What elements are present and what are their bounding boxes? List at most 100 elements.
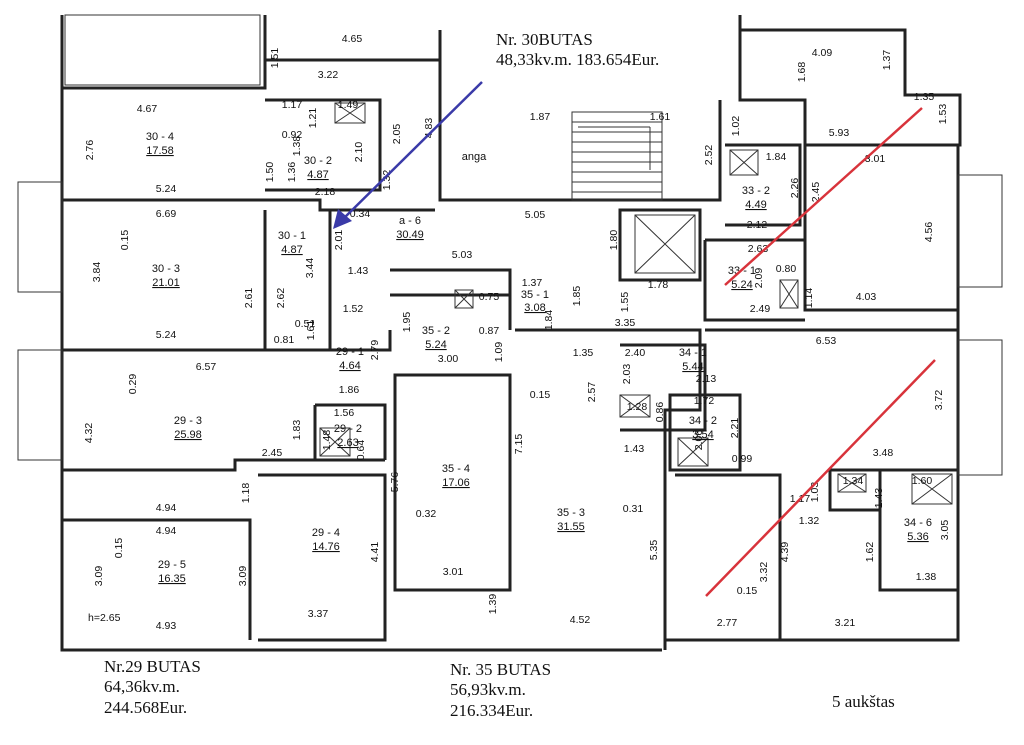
- dimension-label: 0.75: [479, 291, 500, 303]
- dimension-label: 3.09: [237, 566, 249, 587]
- blue-arrow: [339, 81, 483, 223]
- dimension-label: 2.45: [810, 182, 822, 203]
- room-area: 5.36: [907, 531, 928, 543]
- room-id: a - 6: [399, 215, 421, 227]
- red-cross-line-2: [705, 359, 936, 597]
- dimension-label: 0.51: [295, 318, 316, 330]
- room-area: 5.24: [425, 339, 446, 351]
- dimension-label: 2.62: [275, 288, 287, 309]
- apt29-price: 244.568Eur.: [104, 697, 188, 717]
- dimension-label: 2.79: [369, 340, 381, 361]
- dimension-label: 1.52: [343, 303, 364, 315]
- dimension-label: 2.77: [717, 617, 738, 629]
- dimension-label: 2.21: [729, 418, 741, 439]
- dimension-label: 4.39: [779, 542, 791, 563]
- room-id: 30 - 1: [278, 230, 306, 242]
- dimension-label: 4.09: [812, 47, 833, 59]
- room-id: 34 - 2: [689, 415, 717, 427]
- dimension-label: 1.85: [571, 286, 583, 307]
- apt29-title: Nr.29 BUTAS: [104, 657, 201, 676]
- annotations: [333, 81, 936, 597]
- height-label: h=2.65: [88, 612, 121, 624]
- dimension-label: 2.76: [84, 140, 96, 161]
- room-area: 30.49: [396, 229, 424, 241]
- dimension-label: 1.02: [730, 116, 742, 137]
- dimension-label: 6.69: [156, 208, 177, 220]
- dimension-label: 1.86: [339, 384, 360, 396]
- room-id: 29 - 4: [312, 527, 340, 539]
- dimension-label: 1.68: [796, 62, 808, 83]
- dimension-label: 3.84: [91, 262, 103, 283]
- apt35-price: 216.334Eur.: [450, 700, 534, 720]
- dimension-label: 1.17: [282, 99, 303, 111]
- dimension-label: 4.32: [83, 423, 95, 444]
- dimension-label: 4.56: [923, 222, 935, 243]
- dimension-label: 1.32: [381, 170, 393, 191]
- dimension-label: 1.60: [912, 475, 933, 487]
- floor-plan: 30 - 4 17.58 30 - 2 4.87 30 - 1 4.87 30 …: [17, 14, 1003, 652]
- walls: [60, 15, 962, 652]
- dimension-label: 1.84: [543, 310, 555, 331]
- dimension-label: 4.03: [856, 291, 877, 303]
- dimension-label: 2.09: [753, 268, 765, 289]
- room-area: 4.64: [339, 360, 360, 372]
- dimension-label: 1.80: [608, 230, 620, 251]
- dimension-label: 3.22: [318, 69, 339, 81]
- room-id: 35 - 1: [521, 289, 549, 301]
- dimension-label: 3.37: [308, 608, 329, 620]
- dimension-label: 0.15: [530, 389, 551, 401]
- room-id: 29 - 1: [336, 346, 364, 358]
- room-area: 2.63: [337, 437, 358, 449]
- dimension-label: 0.31: [623, 503, 644, 515]
- dimension-label: 1.53: [937, 104, 949, 125]
- room-id: 35 - 3: [557, 507, 585, 519]
- dimension-label: 1.35: [914, 91, 935, 103]
- room-id: 35 - 2: [422, 325, 450, 337]
- dimension-label: 1.43: [624, 443, 645, 455]
- room-id: 29 - 2: [334, 423, 362, 435]
- room-id: 30 - 2: [304, 155, 332, 167]
- dimension-label: 3.01: [443, 566, 464, 578]
- apt35-title: Nr. 35 BUTAS: [450, 660, 552, 679]
- dimension-label: 1.28: [627, 401, 648, 413]
- dimension-label: 2.01: [333, 230, 345, 251]
- dimension-label: 0.86: [654, 402, 666, 423]
- anga-label: anga: [462, 151, 487, 163]
- room-id: 29 - 5: [158, 559, 186, 571]
- dimension-label: 1.87: [530, 111, 551, 123]
- dimension-label: 2.57: [586, 382, 598, 403]
- room-id: 35 - 4: [442, 463, 470, 475]
- dimension-label: 0.29: [127, 374, 139, 395]
- dimension-label: 1.56: [334, 407, 355, 419]
- dimension-label: 5.03: [452, 249, 473, 261]
- apt30-details: 48,33kv.m. 183.654Eur.: [496, 50, 660, 70]
- room-id: 34 - 1: [679, 347, 707, 359]
- room-area: 5.44: [682, 361, 703, 373]
- dimension-label: 1.35: [573, 347, 594, 359]
- dimension-label: 1.36: [286, 162, 298, 183]
- room-area: 31.55: [557, 521, 585, 533]
- dimension-label: 1.83: [291, 420, 303, 441]
- dimension-label: 5.24: [156, 183, 177, 195]
- apt35-caption: Nr. 35 BUTAS 56,93kv.m. 216.334Eur.: [450, 660, 551, 721]
- dimension-label: 1.78: [648, 279, 669, 291]
- dimension-label: 2.40: [625, 347, 646, 359]
- dimension-label: 6.53: [816, 335, 837, 347]
- dimension-label: 0.87: [479, 325, 500, 337]
- dimension-label: 4.94: [156, 525, 177, 537]
- dimension-label: 0.15: [113, 538, 125, 559]
- dimension-label: 1.84: [766, 151, 787, 163]
- room-area: 17.58: [146, 145, 174, 157]
- dimension-label: 1.09: [493, 342, 505, 363]
- apt29-area: 64,36kv.m.: [104, 677, 180, 697]
- dimension-label: 1.37: [522, 277, 543, 289]
- room-area: 5.24: [731, 279, 752, 291]
- room-id: 29 - 3: [174, 415, 202, 427]
- dimension-label: 6.57: [196, 361, 217, 373]
- dimension-label: 5.05: [525, 209, 546, 221]
- dimension-label: 1.21: [307, 108, 319, 129]
- blue-arrowhead: [333, 209, 352, 229]
- dimension-label: 1.14: [803, 288, 815, 309]
- dimension-label: 3.72: [933, 390, 945, 411]
